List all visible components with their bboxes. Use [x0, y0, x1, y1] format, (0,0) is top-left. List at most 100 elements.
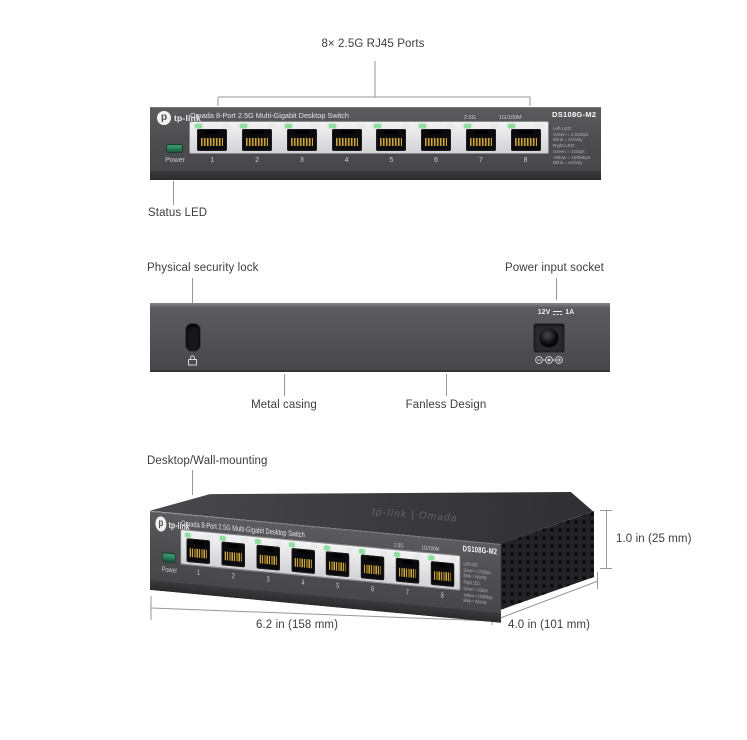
port-number: 5 — [389, 157, 394, 164]
led-legend-line: Blink = Activity — [553, 160, 583, 166]
rj45-port — [216, 533, 251, 570]
port-jack — [256, 544, 280, 571]
port-jack — [376, 129, 407, 151]
led-legend-line: Blink = Activity — [553, 137, 583, 143]
polarity-icon — [535, 356, 563, 364]
product-title: Omada 8-Port 2.5G Multi-Gigabit Desktop … — [190, 111, 349, 120]
rj45-port — [286, 540, 321, 577]
port-led-left — [185, 532, 191, 538]
dim-depth-lines — [494, 572, 599, 621]
port-jack — [395, 557, 420, 584]
lock-icon — [188, 355, 197, 366]
port-led-left — [374, 124, 381, 128]
rj45-port — [235, 122, 280, 153]
power-socket-label: Power input socket — [505, 262, 604, 274]
rj45-port — [320, 543, 355, 580]
port-led-left — [219, 535, 226, 541]
metal-casing-label: Metal casing — [251, 399, 317, 411]
port-led-right — [357, 124, 364, 128]
fanless-label: Fanless Design — [405, 399, 487, 411]
dim-depth-label: 4.0 in (101 mm) — [507, 619, 591, 631]
front-bottom-edge — [150, 171, 601, 180]
port-led-right — [536, 124, 543, 128]
speed-2-5g-label: 2.5G — [394, 542, 404, 550]
dim-width-label: 6.2 in (158 mm) — [255, 619, 339, 631]
port-jack — [430, 561, 454, 587]
port-led-right — [311, 544, 317, 550]
port-led-right — [241, 537, 247, 543]
rj45-port — [190, 122, 235, 153]
port-number: 4 — [301, 579, 305, 588]
port-number: 7 — [478, 157, 483, 164]
rj45-port — [414, 122, 459, 153]
dim-height-label: 1.0 in (25 mm) — [616, 533, 692, 545]
brand-text: tp-link — [174, 113, 201, 123]
power-socket — [534, 324, 564, 352]
power-label: Power — [161, 566, 178, 576]
port-number: 7 — [405, 588, 409, 597]
port-led-left — [508, 124, 516, 128]
port-number: 8 — [523, 157, 528, 164]
speed-2-5g-label: 2.5G — [464, 115, 476, 121]
port-jack — [286, 129, 317, 151]
speed-1g-label: 1G/100M — [499, 115, 522, 121]
switch-front-view: p tp-link Omada 8-Port 2.5G Multi-Gigabi… — [150, 107, 601, 180]
port-led-left — [428, 555, 435, 561]
port-number: 3 — [266, 575, 270, 584]
rj45-port — [503, 122, 548, 153]
led-legend-line: Yellow = 100Mbps — [553, 154, 591, 160]
power-volts: 12V — [537, 309, 551, 316]
port-jack — [465, 129, 496, 151]
rj45-port — [390, 550, 425, 587]
port-led-right — [446, 124, 454, 128]
top-engraved-logo: tp-link | Omada — [371, 506, 458, 525]
port-number: 3 — [299, 157, 304, 164]
port-led-left — [324, 545, 330, 551]
port-led-left — [195, 124, 202, 128]
mounting-label: Desktop/Wall-mounting — [147, 455, 268, 467]
model-label: DS108G-M2 — [462, 543, 498, 557]
rj45-port — [251, 537, 286, 574]
port-jack — [221, 541, 246, 568]
port-led-right — [380, 550, 387, 556]
ports-callout-line — [217, 61, 531, 106]
led-legend-line: Right LED: — [553, 143, 576, 149]
port-number: 2 — [255, 157, 260, 164]
port-number: 1 — [197, 569, 201, 578]
power-socket-hole — [539, 328, 559, 348]
power-amps: 1A — [565, 309, 575, 316]
port-number: 2 — [231, 572, 235, 581]
rj45-port — [369, 122, 414, 153]
rj45-port — [425, 553, 460, 590]
rj45-port — [181, 530, 216, 567]
port-led-right — [267, 124, 275, 128]
port-led-left — [284, 124, 292, 128]
dim-height-lines — [600, 510, 612, 569]
tp-link-logo-icon: p — [155, 515, 167, 532]
port-led-right — [345, 547, 352, 553]
rj45-port — [324, 122, 369, 153]
port-led-right — [206, 534, 213, 540]
port-number: 1 — [210, 157, 215, 164]
port-jack — [510, 129, 541, 151]
power-label: Power — [165, 157, 185, 164]
port-led-left — [359, 548, 365, 554]
port-led-left — [463, 124, 471, 128]
port-number: 8 — [440, 592, 444, 601]
port-led-right — [450, 557, 456, 563]
port-jack — [197, 129, 228, 151]
security-lock-label: Physical security lock — [147, 262, 259, 274]
port-number: 5 — [336, 582, 340, 591]
rj45-port — [355, 546, 390, 583]
port-jack — [242, 129, 273, 151]
power-led — [167, 145, 182, 152]
tp-link-logo-icon: p — [157, 111, 171, 125]
port-led-left — [393, 552, 400, 558]
dc-symbol-icon — [553, 310, 563, 316]
port-number: 6 — [434, 157, 439, 164]
ports-callout-label: 8× 2.5G RJ45 Ports — [321, 38, 425, 50]
port-led-right — [491, 124, 499, 128]
led-legend-line: Green = 1Gbps — [553, 148, 585, 154]
